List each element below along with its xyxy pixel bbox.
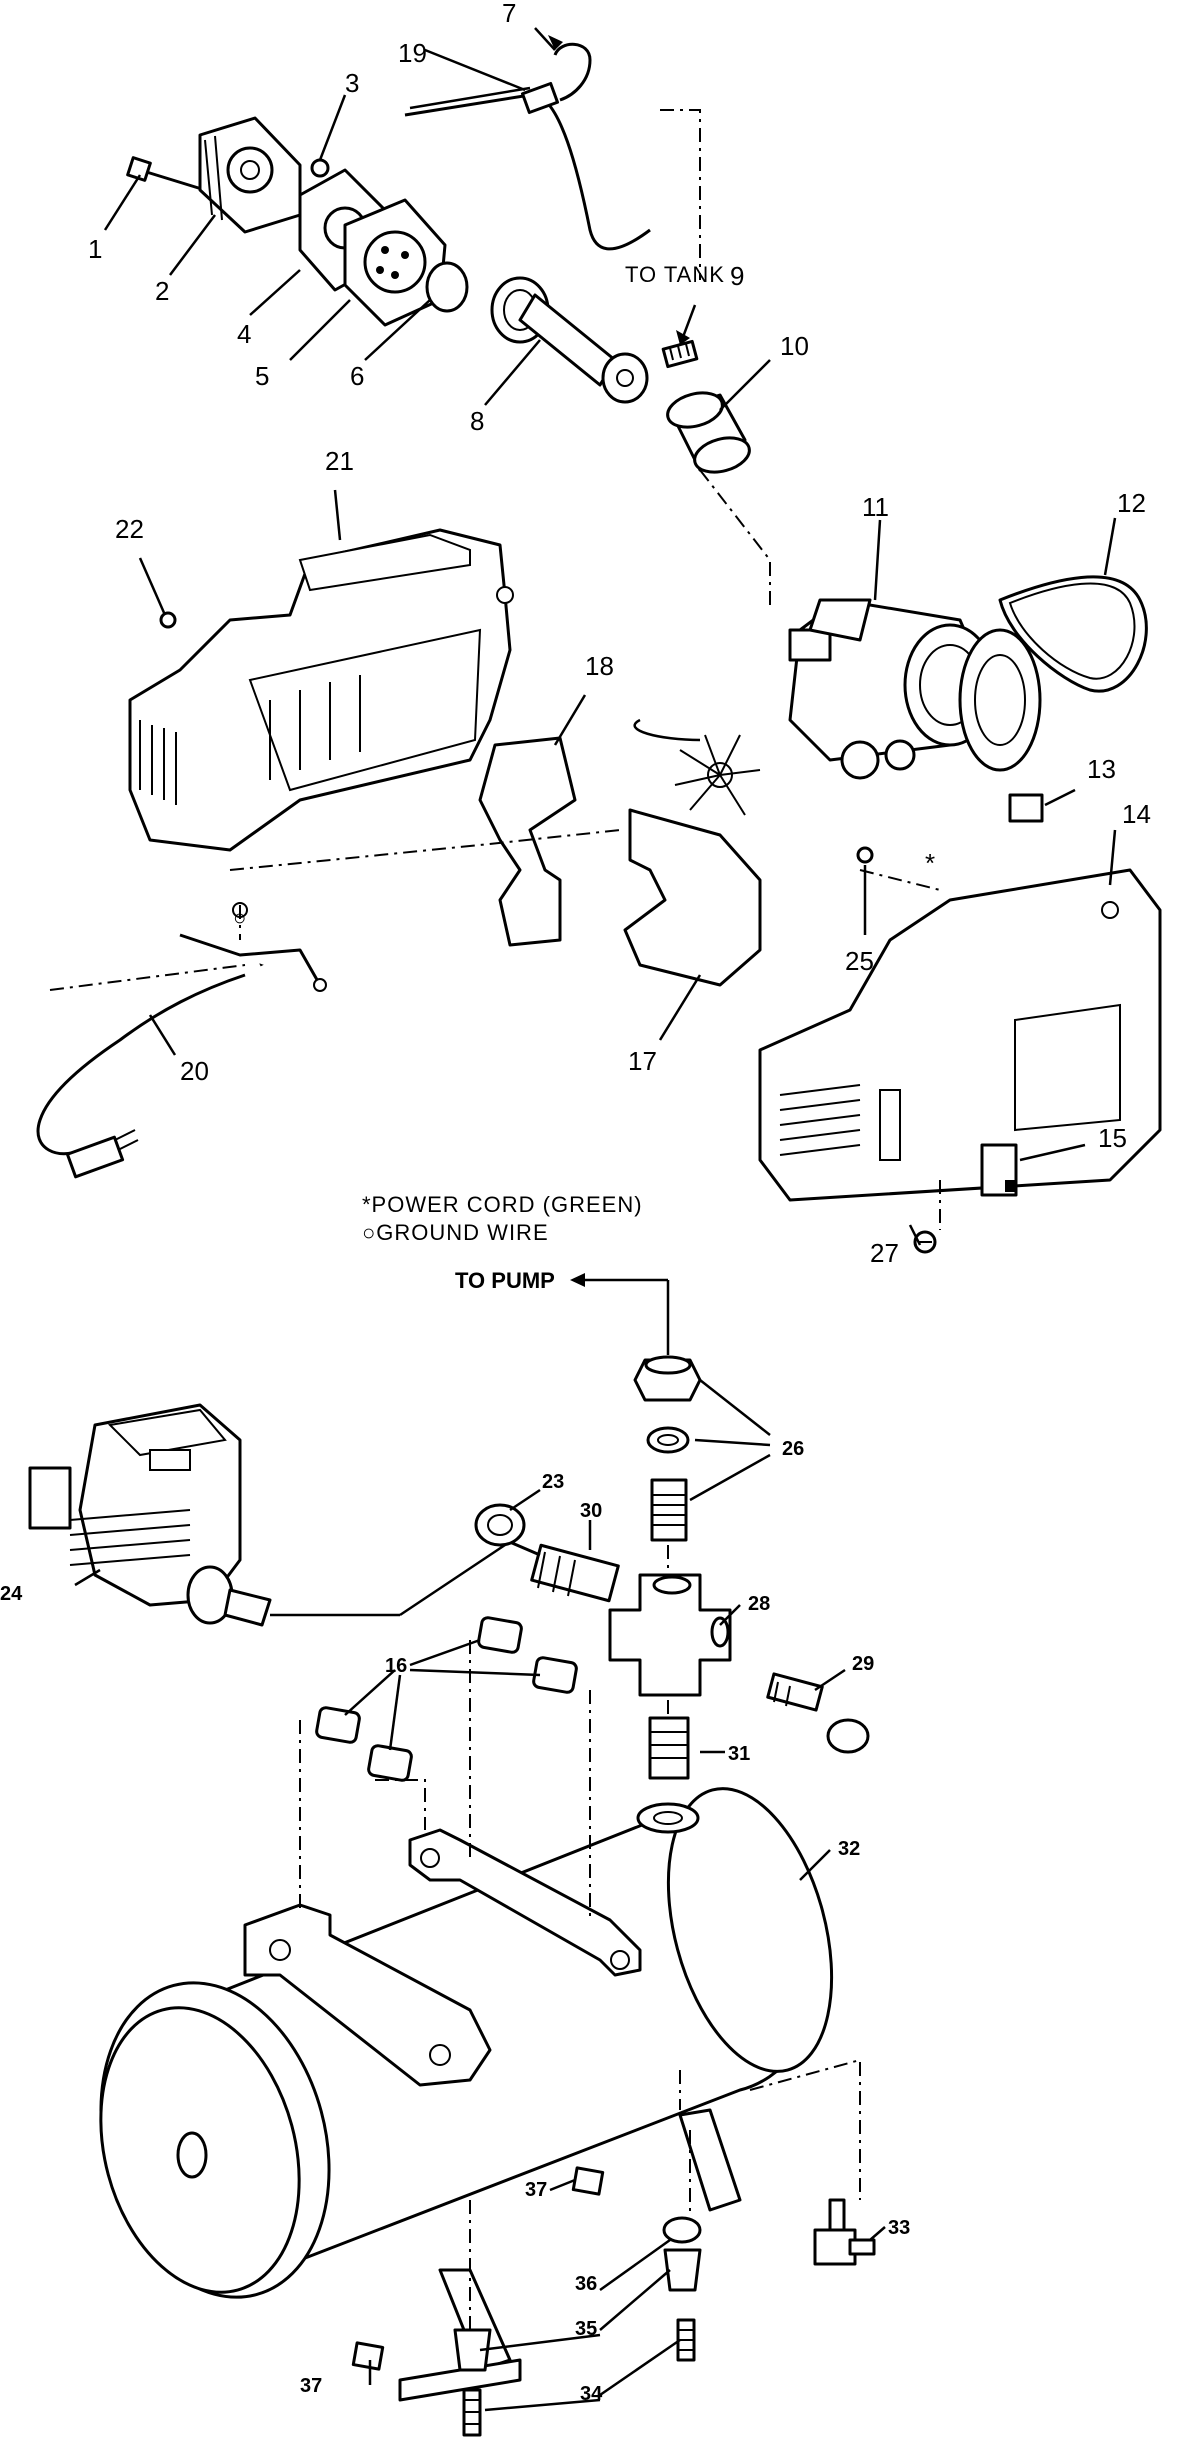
- part-9-screw: [661, 339, 699, 369]
- callout-9: 9: [730, 261, 744, 291]
- part-8-connecting-rod: [490, 276, 649, 404]
- callout-17: 17: [628, 1046, 657, 1076]
- callout-3: 3: [345, 68, 359, 98]
- note-ground-wire: ○GROUND WIRE: [362, 1220, 549, 1245]
- callout-11: 11: [862, 492, 889, 522]
- part-27-screw: [913, 1230, 937, 1254]
- callout-2: 2: [155, 276, 169, 306]
- callout-25: 25: [845, 946, 874, 976]
- callout-labels: 1 2 3 4 5 6 7 8 9 10 11 12 13 14 15 16 1…: [0, 0, 1151, 2405]
- part-13-block: [1008, 793, 1044, 823]
- part-17-baffle: [623, 808, 762, 987]
- callout-21: 21: [325, 446, 354, 476]
- callout-31: 31: [728, 1743, 750, 1765]
- part-16-pads: [315, 1616, 578, 1782]
- part-18-baffle: [478, 736, 577, 947]
- callout-36: 36: [575, 2273, 597, 2295]
- part-22-screw: [159, 611, 177, 629]
- callout-19: 19: [398, 38, 427, 68]
- callout-26: 26: [782, 1438, 804, 1460]
- callout-29: 29: [852, 1653, 874, 1675]
- part-30-check-valve: [504, 1538, 620, 1603]
- part-12-belt: [998, 575, 1148, 693]
- part-23-nut: [474, 1503, 526, 1547]
- part-19-tube: [404, 81, 651, 251]
- callout-24: 24: [0, 1583, 23, 1605]
- mounting-bracket-right: [408, 1828, 642, 1977]
- annotation-text: TO TANK TO PUMP *POWER CORD (GREEN) ○GRO…: [233, 262, 935, 1293]
- callout-7: 7: [502, 0, 516, 28]
- pulley: [958, 628, 1042, 772]
- callout-1: 1: [88, 234, 102, 264]
- callout-10: 10: [780, 331, 809, 361]
- assembly-lines-upper: [49, 109, 941, 1230]
- part-31-fitting: [648, 1716, 690, 1780]
- part-5-valve-plate: [343, 198, 447, 327]
- part-24-pressure-switch: [28, 1403, 272, 1627]
- callout-12: 12: [1117, 488, 1146, 518]
- part-28-cross-tee: [608, 1573, 732, 1697]
- part-34-bolt: [462, 2318, 696, 2437]
- callout-18: 18: [585, 651, 614, 681]
- part-21-shroud-left: [128, 528, 514, 852]
- note-power-cord: *POWER CORD (GREEN): [362, 1192, 643, 1217]
- part-3-nut: [310, 158, 330, 178]
- callout-28: 28: [748, 1593, 770, 1615]
- callout-5: 5: [255, 361, 269, 391]
- part-2-head: [198, 116, 302, 234]
- part-36-washer: [662, 2216, 702, 2244]
- part-37-pad: [351, 2166, 605, 2371]
- part-1-screw: [126, 156, 206, 192]
- callout-33: 33: [888, 2217, 910, 2239]
- callout-35: 35: [575, 2318, 597, 2340]
- callout-4: 4: [237, 319, 251, 349]
- part-35-foot: [453, 2248, 702, 2372]
- part-25-screw: [856, 846, 874, 864]
- tank-legs: [398, 2108, 742, 2402]
- to-pump-label: TO PUMP: [455, 1268, 555, 1293]
- part-10-cylinder: [666, 391, 751, 474]
- asterisk-mark: *: [925, 848, 935, 878]
- callout-14: 14: [1122, 799, 1151, 829]
- mounting-bracket-left: [243, 1903, 492, 2087]
- callout-15: 15: [1098, 1123, 1127, 1153]
- leaders-lower: [74, 1273, 886, 2412]
- part-33-drain-valve: [813, 2198, 876, 2266]
- part-14-shroud-right: [758, 868, 1162, 1202]
- to-tank-label: TO TANK: [625, 262, 725, 287]
- callout-13: 13: [1087, 754, 1116, 784]
- ground-mark: ○: [233, 905, 247, 930]
- callout-23: 23: [542, 1471, 564, 1493]
- part-20-power-cord: [36, 902, 327, 1179]
- part-6-o-ring: [425, 261, 469, 313]
- callout-27: 27: [870, 1238, 899, 1268]
- callout-34: 34: [580, 2383, 603, 2405]
- callout-32: 32: [838, 1838, 860, 1860]
- part-29-safety-valve: [766, 1672, 870, 1754]
- callout-8: 8: [470, 406, 484, 436]
- motor-fan: [633, 718, 761, 816]
- part-15-switch: [980, 1143, 1018, 1197]
- part-32-tank: [99, 1787, 834, 2299]
- callout-22: 22: [115, 514, 144, 544]
- callout-37-upper: 37: [525, 2179, 547, 2201]
- callout-16: 16: [385, 1655, 407, 1677]
- callout-6: 6: [350, 361, 364, 391]
- callout-30: 30: [580, 1500, 602, 1522]
- leaders-upper: [103, 27, 1117, 1246]
- part-26-fittings: [633, 1355, 702, 1542]
- part-7-hook: [553, 42, 592, 102]
- callout-20: 20: [180, 1056, 209, 1086]
- callout-37-lower: 37: [300, 2375, 322, 2397]
